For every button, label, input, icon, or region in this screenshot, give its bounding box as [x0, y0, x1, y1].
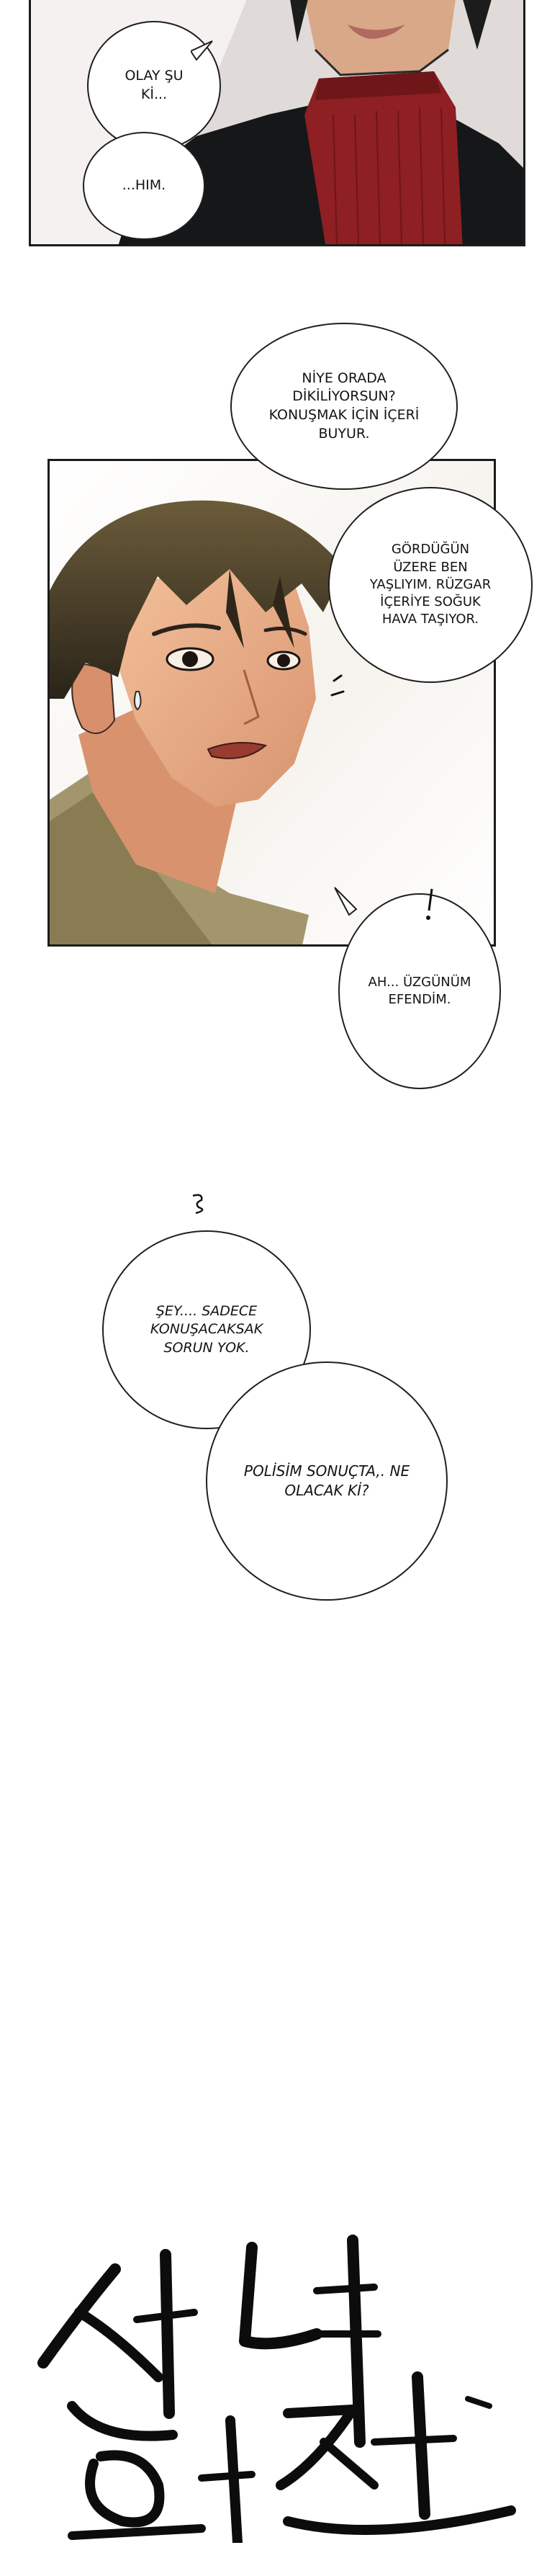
speech-bubble: GÖRDÜĞÜN ÜZERE BEN YAŞLIYIM. RÜZGAR İÇER… [328, 487, 533, 683]
speech-bubble: POLİSİM SONUÇTA,. NE OLACAK Kİ? [206, 1361, 448, 1601]
top-panel-art [31, 0, 523, 244]
bubble-text: NİYE ORADA DİKİLİYORSUN? KONUŞMAK İÇİN İ… [268, 370, 420, 442]
bubble-text: POLİSİM SONUÇTA,. NE OLACAK Kİ? [243, 1462, 410, 1499]
character-art [50, 461, 494, 944]
exclamation-mark [426, 888, 433, 920]
speech-bubble: NİYE ORADA DİKİLİYORSUN? KONUŞMAK İÇİN İ… [230, 323, 458, 490]
bubble-text: ŞEY.... SADECE KONUŞACAKSAK SORUN YOK. [150, 1302, 263, 1356]
bubble-text: GÖRDÜĞÜN ÜZERE BEN YAŞLIYIM. RÜZGAR İÇER… [369, 542, 492, 627]
bubble-tail [191, 40, 213, 61]
title-calligraphy-logo [37, 2235, 516, 2543]
speech-bubble: OLAY ŞU Kİ... [87, 21, 221, 151]
bubble-text: ...HIM. [122, 177, 166, 194]
sound-squiggle [192, 1194, 204, 1215]
bubble-text: AH... ÜZGÜNÜM EFENDİM. [368, 974, 471, 1007]
speech-bubble: ...HIM. [83, 132, 205, 240]
bubble-tail [334, 887, 358, 916]
speech-bubble: AH... ÜZGÜNÜM EFENDİM. [338, 893, 501, 1089]
top-panel: OLAY ŞU Kİ... ...HIM. [29, 0, 525, 246]
bubble-text: OLAY ŞU Kİ... [125, 68, 184, 102]
